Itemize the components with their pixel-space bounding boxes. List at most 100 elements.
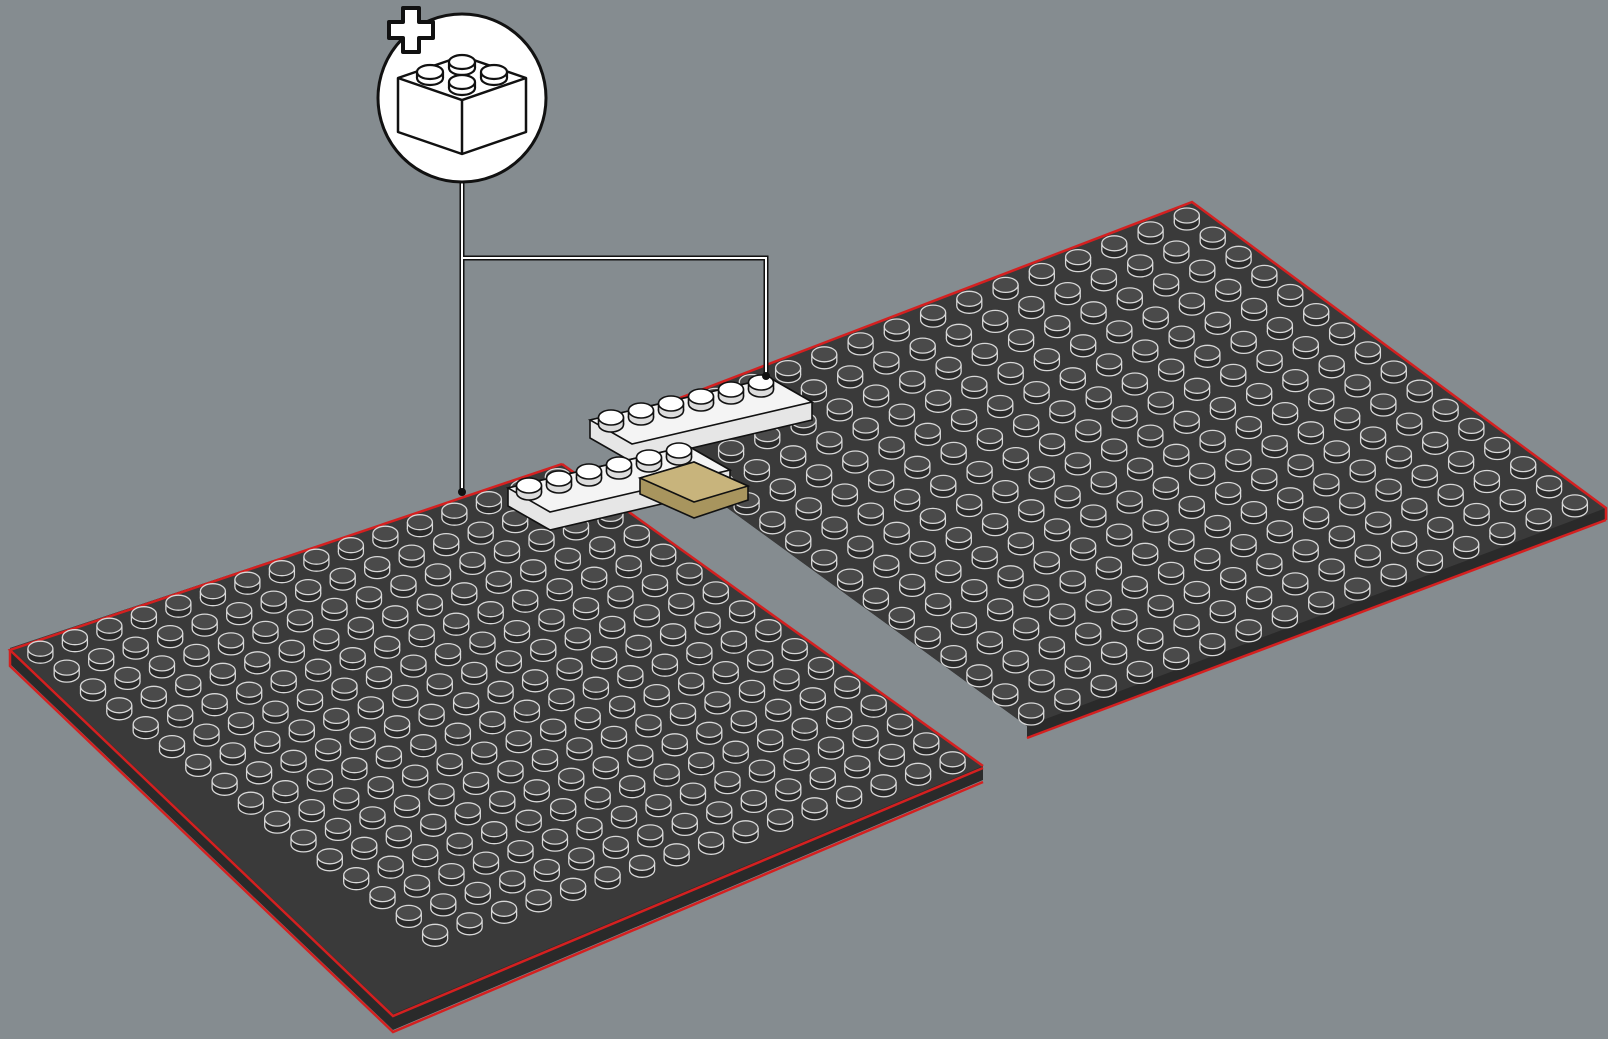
stud [858, 503, 883, 525]
stud [921, 305, 946, 327]
stud [719, 382, 744, 404]
stud [679, 673, 704, 695]
stud [368, 777, 393, 799]
stud [651, 544, 676, 566]
stud [863, 588, 888, 610]
stud [941, 442, 966, 464]
icon-stud [449, 55, 475, 75]
stud [1164, 648, 1189, 670]
stud [879, 744, 904, 766]
stud [541, 719, 566, 741]
stud [1257, 554, 1282, 576]
stud [784, 749, 809, 771]
stud [835, 676, 860, 698]
stud [993, 684, 1018, 706]
stud [957, 495, 982, 517]
stud [972, 547, 997, 569]
stud [910, 338, 935, 360]
stud [583, 677, 608, 699]
stud [1329, 526, 1354, 548]
stud [401, 655, 426, 677]
stud [279, 640, 304, 662]
stud [444, 613, 469, 635]
stud [557, 658, 582, 680]
stud [914, 733, 939, 755]
stud [1304, 507, 1329, 529]
stud [1242, 298, 1267, 320]
stud [1200, 634, 1225, 656]
stud [1526, 509, 1551, 531]
stud [900, 371, 925, 393]
stud [393, 685, 418, 707]
stud [796, 498, 821, 520]
stud [910, 541, 935, 563]
stud [1376, 479, 1401, 501]
stud [470, 632, 495, 654]
stud [817, 432, 842, 454]
stud [54, 660, 79, 682]
stud [1195, 549, 1220, 571]
stud [782, 639, 807, 661]
stud [1138, 628, 1163, 650]
stud [1195, 345, 1220, 367]
stud [574, 598, 599, 620]
stud [843, 451, 868, 473]
stud [488, 681, 513, 703]
stud [807, 465, 832, 487]
stud [365, 557, 390, 579]
stud [569, 848, 594, 870]
stud [383, 606, 408, 628]
stud [184, 644, 209, 666]
stud [455, 803, 480, 825]
stud [1034, 349, 1059, 371]
stud [186, 754, 211, 776]
stud [1055, 486, 1080, 508]
stud [514, 700, 539, 722]
stud [1345, 578, 1370, 600]
stud [561, 878, 586, 900]
stud [740, 680, 765, 702]
stud [988, 599, 1013, 621]
stud [900, 574, 925, 596]
stud [1190, 260, 1215, 282]
stud [391, 575, 416, 597]
stud [247, 762, 272, 784]
stud [1283, 573, 1308, 595]
stud [577, 818, 602, 840]
stud [1185, 378, 1210, 400]
stud [1423, 432, 1448, 454]
stud [307, 769, 332, 791]
stud [827, 399, 852, 421]
stud [358, 697, 383, 719]
stud [946, 528, 971, 550]
stud [419, 704, 444, 726]
stud [508, 841, 533, 863]
stud [1485, 438, 1510, 460]
stud [695, 612, 720, 634]
stud [920, 508, 945, 530]
stud [1107, 524, 1132, 546]
stud [1024, 585, 1049, 607]
stud [1490, 523, 1515, 545]
stud [723, 741, 748, 763]
stud [200, 584, 225, 606]
stud [531, 639, 556, 661]
stud [600, 616, 625, 638]
stud [853, 418, 878, 440]
stud [1236, 417, 1261, 439]
stud [671, 703, 696, 725]
stud [1231, 535, 1256, 557]
stud [1252, 469, 1277, 491]
stud [630, 855, 655, 877]
stud [1221, 364, 1246, 386]
stud [1091, 269, 1116, 291]
stud [523, 670, 548, 692]
stud [445, 723, 470, 745]
stud [1205, 312, 1230, 334]
stud [967, 665, 992, 687]
stud [748, 650, 773, 672]
stud [1412, 465, 1437, 487]
stud [1454, 537, 1479, 559]
stud [1169, 529, 1194, 551]
